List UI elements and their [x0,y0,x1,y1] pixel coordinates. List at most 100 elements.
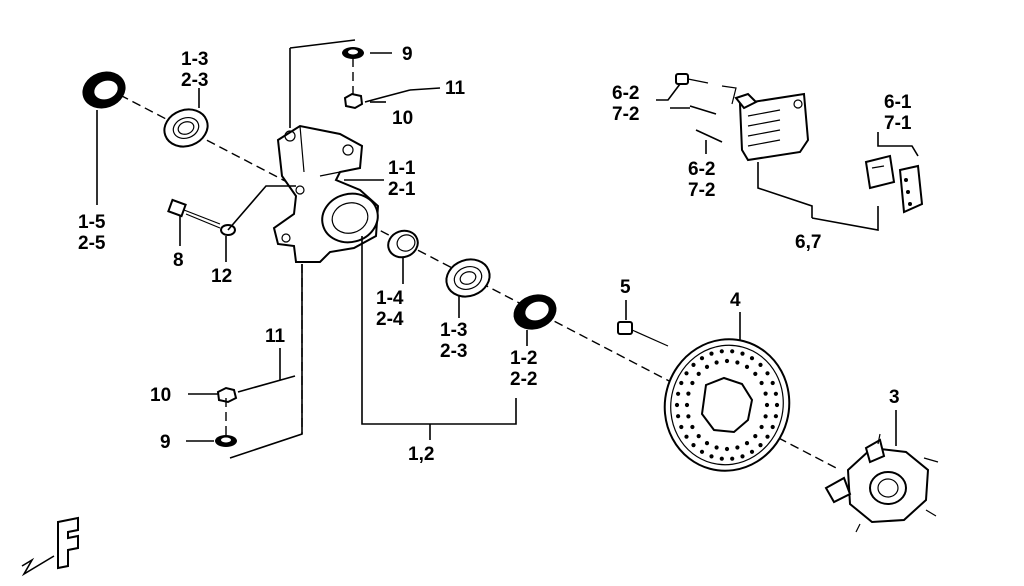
disc-hole [684,371,689,376]
label-9-bottom: 9 [160,432,171,453]
disc-hole [684,402,690,408]
bottom-pin-part [237,375,296,393]
label-6-2-mid: 6-2 [688,159,715,180]
label-1-5: 1-5 [78,212,106,233]
disc-hole [763,391,768,396]
label-2-3-mid: 2-3 [440,341,467,362]
label-10-top: 10 [392,108,413,129]
bearing-mid-part [445,258,491,298]
bottom-washer-part [215,435,237,447]
label-2-2: 2-2 [510,369,537,390]
disc-hole [773,391,779,396]
disc-hole [676,414,681,419]
knuckle-part [272,124,380,263]
label-2-5: 2-5 [78,233,106,254]
disc-hole [704,441,710,446]
disc-hole [765,434,770,439]
leader-lines [96,39,919,459]
disc-hole [679,380,684,386]
label-7-1: 7-1 [884,113,912,134]
disc-hole [696,434,701,439]
label-4: 4 [730,290,741,311]
disc-hole [758,362,763,367]
disc-hole [686,414,691,419]
brake-pad-part [864,154,924,214]
disc-hole [674,402,680,408]
label-6-7: 6,7 [795,232,821,253]
label-6-1: 6-1 [884,92,912,113]
label-5: 5 [620,277,631,298]
disc-hole [735,360,740,365]
label-11-bottom: 11 [265,326,286,347]
disc-hole [759,380,764,386]
bolt-8-part [167,198,236,236]
top-washer-part [342,47,364,59]
label-9-top: 9 [402,44,413,65]
disc-hole [684,434,689,439]
disc-hole [690,424,695,430]
disc-hole [770,380,775,386]
label-2-3-top: 2-3 [181,70,208,91]
disc-hole [719,456,724,461]
bearing-top-part [163,108,209,148]
disc-hole [749,356,755,361]
disc-hole [765,371,770,376]
disc-hole [730,456,735,461]
caliper-part [734,92,810,162]
disc-hole [690,380,695,386]
disc-hole [758,443,763,448]
disc-hole [773,414,779,419]
disc-hole [753,434,758,439]
label-2-1: 2-1 [388,179,416,200]
label-7-2-top: 7-2 [612,104,639,125]
label-8: 8 [173,250,184,271]
label-1-2-group: 1,2 [408,444,434,465]
disc-hole [774,402,780,408]
label-3: 3 [889,387,900,408]
label-1-3-top: 1-3 [181,49,208,70]
disc-hole [744,441,750,446]
spacer-part [387,229,419,259]
disc-hole [735,445,740,450]
disc-hole [714,360,719,365]
disc-hole [714,445,719,450]
disc-hole [724,446,730,452]
top-pin-part [364,89,411,103]
disc-hole [740,351,745,356]
disc-hole [764,402,770,408]
disc-hole [691,443,696,448]
disc-hole [749,449,755,454]
disc-hole [709,454,714,459]
disc-hole [676,391,681,396]
caliper-pin-mid-part [695,129,723,143]
disc-hole [699,356,705,361]
disc-hole [709,351,714,356]
brake-disc-part [663,338,791,472]
top-nut-part [343,92,364,110]
label-6-2-top: 6-2 [612,83,639,104]
label-1-3-mid: 1-3 [440,320,467,341]
label-7-2-mid: 7-2 [688,180,715,201]
disc-hole [759,424,764,430]
front-direction-icon: F [21,516,79,577]
disc-hole [744,364,750,369]
disc-hole [740,454,745,459]
disc-hole [724,358,730,364]
disc-hole [719,349,724,354]
disc-hole [696,371,701,376]
bottom-nut-part [216,386,238,404]
caliper-pin-top-part [689,105,717,115]
bleeder-part [675,73,737,105]
disc-hole [679,424,684,430]
bolt-5-part [617,321,669,347]
disc-hole [730,349,735,354]
disc-hole [691,362,696,367]
disc-hole [704,364,710,369]
disc-hole [686,391,691,396]
label-1-1: 1-1 [388,158,416,179]
label-12: 12 [211,266,232,287]
label-1-4: 1-4 [376,288,404,309]
oil-seal-part [82,71,126,109]
